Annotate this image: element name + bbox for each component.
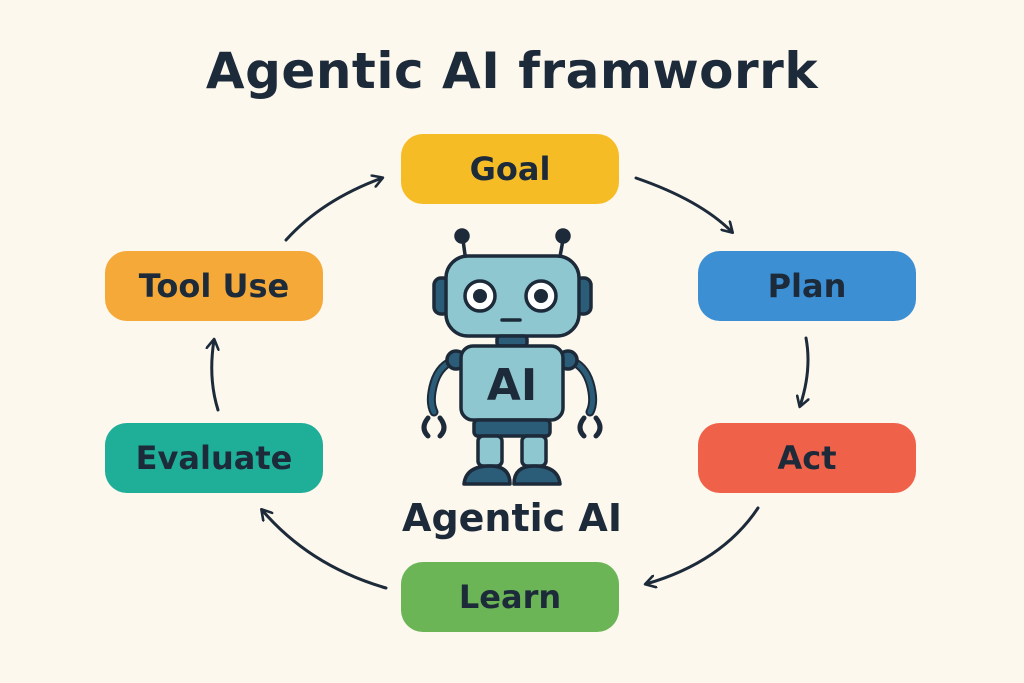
robot-antenna-left-tip [454, 228, 470, 244]
robot-foot-right [512, 464, 562, 486]
node-evaluate: Evaluate [105, 423, 323, 493]
robot-hand-left [421, 415, 431, 439]
node-tool-use: Tool Use [105, 251, 323, 321]
center-label: Agentic AI [402, 496, 622, 540]
arrow-act-to-learn [646, 506, 760, 584]
robot-hips [472, 418, 552, 438]
node-goal-label: Goal [469, 150, 551, 188]
node-plan-label: Plan [767, 267, 847, 305]
node-learn-label: Learn [458, 578, 562, 616]
arrow-goal-to-plan [634, 176, 732, 232]
node-act: Act [698, 423, 916, 493]
arrow-learn-to-evaluate [262, 510, 388, 590]
node-plan: Plan [698, 251, 916, 321]
robot-foot-left [462, 464, 512, 486]
node-goal: Goal [401, 134, 619, 204]
node-act-label: Act [777, 439, 837, 477]
arrow-evaluate-to-tool [212, 340, 218, 412]
arrow-tool-to-goal [284, 178, 382, 242]
node-tool-use-label: Tool Use [138, 267, 290, 305]
node-evaluate-label: Evaluate [135, 439, 293, 477]
diagram-title: Agentic AI framworrk [205, 42, 819, 100]
robot-leg-left [476, 434, 504, 468]
robot-hand-right [577, 415, 587, 439]
robot-badge-text: AI [487, 360, 537, 411]
robot-antenna-right-tip [555, 228, 571, 244]
robot-leg-right [520, 434, 548, 468]
arrow-plan-to-act [800, 336, 808, 406]
node-learn: Learn [401, 562, 619, 632]
